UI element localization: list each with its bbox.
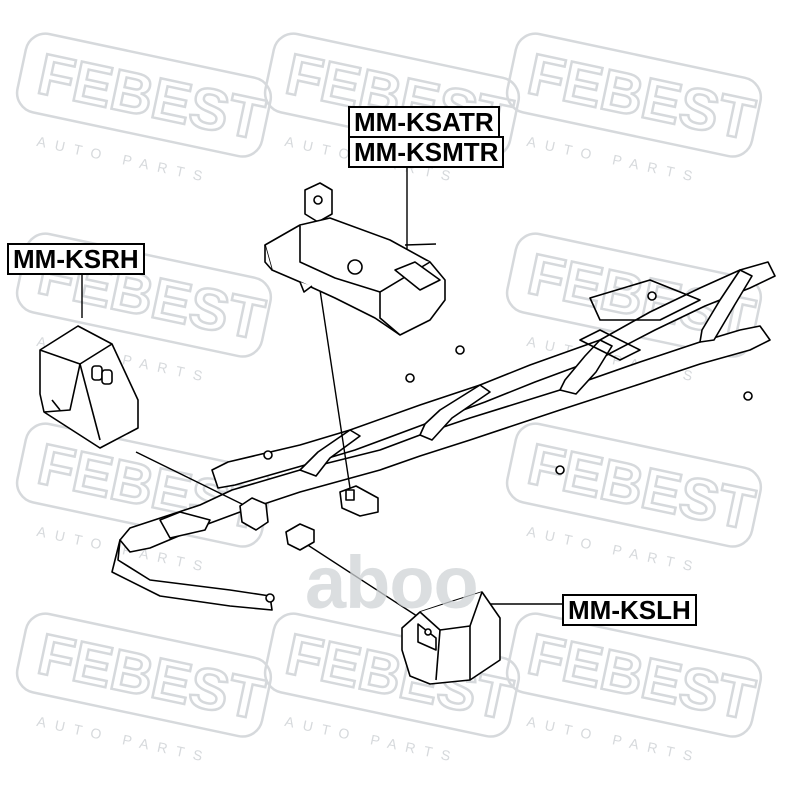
watermark-brand: FEBEST (32, 42, 269, 153)
watermark-tagline: AUTO PARTS (35, 133, 212, 186)
leader-line-ksrh-to-frame (135, 451, 251, 509)
watermark-tagline: AUTO PARTS (525, 523, 702, 576)
watermark-brand: FEBEST (522, 432, 759, 543)
chassis-frame (111, 261, 776, 611)
engine-mount-left-part (401, 591, 501, 685)
watermark-stamp: FEBEST AUTO PARTS (15, 32, 273, 186)
leader-line-kslh-to-frame (299, 539, 421, 619)
watermark-tagline: AUTO PARTS (525, 133, 702, 186)
watermark-stamp: FEBEST AUTO PARTS (15, 612, 273, 766)
leader-lines (81, 166, 562, 619)
watermark-tagline: AUTO PARTS (35, 713, 212, 766)
frame-mount-brackets (239, 485, 379, 551)
watermark-brand: FEBEST (522, 622, 759, 733)
callout-label-ksrh: MM-KSRH (7, 243, 145, 275)
watermark-tagline: AUTO PARTS (283, 713, 460, 766)
watermark-stamp: FEBEST AUTO PARTS (505, 32, 763, 186)
leader-line-ksatr-to-frame (319, 289, 351, 489)
watermark-brand: FEBEST (32, 622, 269, 733)
watermark-tagline: AUTO PARTS (525, 713, 702, 766)
watermark-brand: FEBEST (522, 42, 759, 153)
watermark-stamp: FEBEST AUTO PARTS (505, 422, 763, 576)
callout-label-kslh: MM-KSLH (562, 594, 697, 626)
center-watermark-logo: aboo (305, 541, 479, 624)
callout-label-ksatr: MM-KSATR (348, 106, 500, 138)
watermark-stamp: FEBEST AUTO PARTS (505, 612, 763, 766)
transmission-mount-part (264, 182, 446, 336)
engine-mount-right-part (39, 325, 139, 449)
callout-label-ksmtr: MM-KSMTR (348, 136, 505, 168)
